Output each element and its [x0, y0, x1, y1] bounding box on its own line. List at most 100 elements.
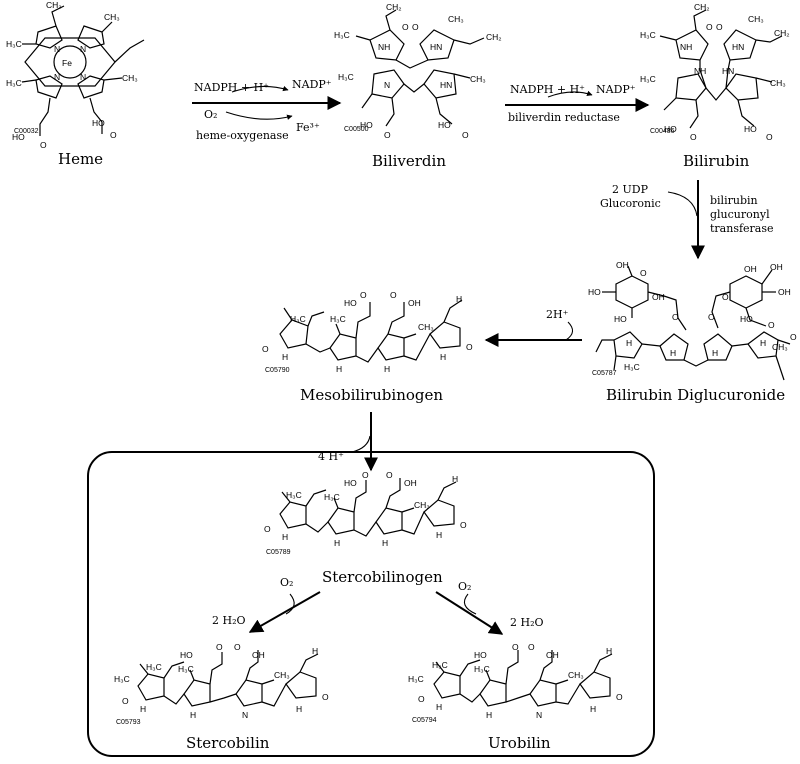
bilirubin-o-label-2: O — [716, 22, 723, 32]
stercobilin-o-2: O — [234, 642, 241, 652]
mesobilirubinogen-o-4: O — [466, 342, 473, 352]
biliverdin-n-label: N — [384, 80, 390, 90]
stercobilin-h3c-3: H₃C — [178, 664, 194, 674]
stercobilin-h-4: H — [296, 704, 302, 714]
heme-methyl-label-2: H₃C — [6, 39, 22, 49]
diglucuronide-ho-1: HO — [588, 287, 601, 297]
diglucuronide-n-2: H — [670, 348, 676, 358]
biliverdin-code: C00500 — [344, 126, 369, 133]
biliverdin-structure: CH₂ CH₂ CH₃ H₃C H₃C CH₃ NH HN O O N HN H… — [334, 2, 502, 140]
diglucuronide-ho-2: HO — [614, 314, 627, 324]
biliverdin-acid-o-1: O — [384, 130, 391, 140]
transferase-enzyme-line-1: bilirubin — [710, 194, 758, 207]
urobilin-oh: OH — [546, 650, 559, 660]
urobilin-input: O₂ — [458, 580, 471, 593]
stercobilinogen-name: Stercobilinogen — [322, 568, 443, 586]
bilirubin-hn-label-2: HN — [722, 66, 734, 76]
diglucuronide-n-1: H — [626, 338, 632, 348]
bilirubin-nh-label-2: NH — [694, 66, 706, 76]
heme-vinyl-ch2-label: CH₂ — [46, 0, 62, 10]
heme-name: Heme — [58, 150, 103, 168]
biliverdin-vinyl-label-1: CH₂ — [386, 2, 402, 12]
bilirubin-methyl-label-4: CH₃ — [770, 78, 786, 88]
biliverdin-methyl-label-4: CH₃ — [470, 74, 486, 84]
heme-oxygenase-input-1: NADPH + H⁺ — [194, 81, 269, 94]
urobilin-structure: H₃C H₃C H₃C HO O O OH CH₃ H O O H H N H — [408, 642, 623, 720]
urobilin-o-1: O — [512, 642, 519, 652]
bilirubin-methyl-label-2: H₃C — [640, 30, 656, 40]
heme-acid-o-2: O — [110, 130, 117, 140]
heme-code: C00032 — [14, 128, 39, 135]
biliverdin-hn-label: HN — [430, 42, 442, 52]
heme-methyl-label-3: H₃C — [6, 78, 22, 88]
biliverdin-reductase-input: NADPH + H⁺ — [510, 83, 585, 96]
stercobilin-h3c-1: H₃C — [146, 662, 162, 672]
heme-n-label-3: N — [54, 72, 60, 82]
stercobilin-h3-top: H — [312, 646, 318, 656]
colon-products-frame — [87, 451, 655, 757]
stercobilin-output: 2 H₂O — [212, 614, 246, 627]
mesobilirubinogen-o-3: O — [262, 344, 269, 354]
diglucuronide-oh-2: OH — [652, 292, 665, 302]
stercobilinogen-h-4: H — [436, 530, 442, 540]
urobilin-h3c-2: H₃C — [408, 674, 424, 684]
urobilin-name: Urobilin — [488, 734, 551, 752]
mesobilirubinogen-ch3: CH₃ — [418, 322, 434, 332]
transferase-input-line-1: 2 UDP — [612, 183, 649, 196]
mesobilirubinogen-h-1: H — [282, 352, 288, 362]
cofactor-arc-o2-right — [463, 593, 477, 615]
heme-oxygenase-input-2: O₂ — [204, 108, 217, 121]
mesobilirubinogen-hooc-1: HO — [344, 298, 357, 308]
stercobilin-structure: H₃C H₃C H₃C HO O O OH CH₃ H O O H H N H — [114, 642, 329, 720]
urobilin-h-4: H — [590, 704, 596, 714]
mesobilirubinogen-code: C05790 — [265, 367, 290, 374]
stercobilinogen-h-3: H — [382, 538, 388, 548]
stercobilinogen-h3c-1: H₃C — [286, 490, 302, 500]
cofactor-arc-nadph — [231, 85, 289, 93]
mesobilirubinogen-o-2: O — [390, 290, 397, 300]
arrow-stercobilinogen-to-urobilin — [435, 591, 504, 635]
urobilin-h3-top: H — [606, 646, 612, 656]
stercobilinogen-o-2: O — [386, 470, 393, 480]
stercobilinogen-o-4: O — [460, 520, 467, 530]
stercobilin-o-4: O — [322, 692, 329, 702]
diglucuronide-code: C05787 — [592, 370, 617, 377]
stercobilinogen-structure: H₃C H₃C HO O O OH CH₃ H O O H H H H — [264, 470, 467, 548]
mesobilirubinogen-o-1: O — [360, 290, 367, 300]
diglucuronide-oh-4: OH — [770, 262, 783, 272]
cofactor-arc-o2-left — [285, 593, 295, 615]
diglucuronide-o-4: O — [708, 312, 715, 322]
stercobilin-ch3: CH₃ — [274, 670, 290, 680]
urobilin-h-2: H — [486, 710, 492, 720]
stercobilinogen-ho: HO — [344, 478, 357, 488]
mesobilirubinogen-h-4: H — [440, 352, 446, 362]
heme-n-label-4: N — [80, 72, 86, 82]
biliverdin-hn-label-2: HN — [440, 80, 452, 90]
urobilin-ho: HO — [474, 650, 487, 660]
heme-n-label-2: N — [80, 44, 86, 54]
diglucuronide-o-3: O — [722, 292, 729, 302]
stercobilinogen-h-2: H — [334, 538, 340, 548]
heme-methyl-label-4: CH₃ — [122, 73, 138, 83]
urobilin-o-4: O — [616, 692, 623, 702]
heme-structure: CH₂ CH₃ H₃C H₃C CH₃ Fe N N N N HO O HO O — [6, 0, 145, 150]
diglucuronide-o-5: O — [768, 320, 775, 330]
mesobilirubinogen-name: Mesobilirubinogen — [300, 386, 443, 404]
stercobilin-h-2: H — [190, 710, 196, 720]
bilirubin-acid-o-1: O — [690, 132, 697, 142]
heme-acid-o-1: O — [40, 140, 47, 150]
diglucuronide-n-3: H — [712, 348, 718, 358]
stercobilinogen-h3c-2: H₃C — [324, 492, 340, 502]
cofactor-arc-nadph-2 — [547, 90, 593, 98]
transferase-enzyme-line-2: glucuronyl — [710, 208, 770, 221]
stercobilin-h-1: H — [140, 704, 146, 714]
stercobilinogen-o-3: O — [264, 524, 271, 534]
biliverdin-methyl-label-2: H₃C — [334, 30, 350, 40]
biliverdin-vinyl-label-2: CH₂ — [486, 32, 502, 42]
biliverdin-acid-o-2: O — [462, 130, 469, 140]
cofactor-arc-udp — [667, 191, 698, 217]
diglucuronide-n-4: H — [760, 338, 766, 348]
mesobilirubinogen-h3-top: H — [456, 294, 462, 304]
mesobilirubinogen-h-2: H — [336, 364, 342, 374]
stercobilin-h3c-2: H₃C — [114, 674, 130, 684]
